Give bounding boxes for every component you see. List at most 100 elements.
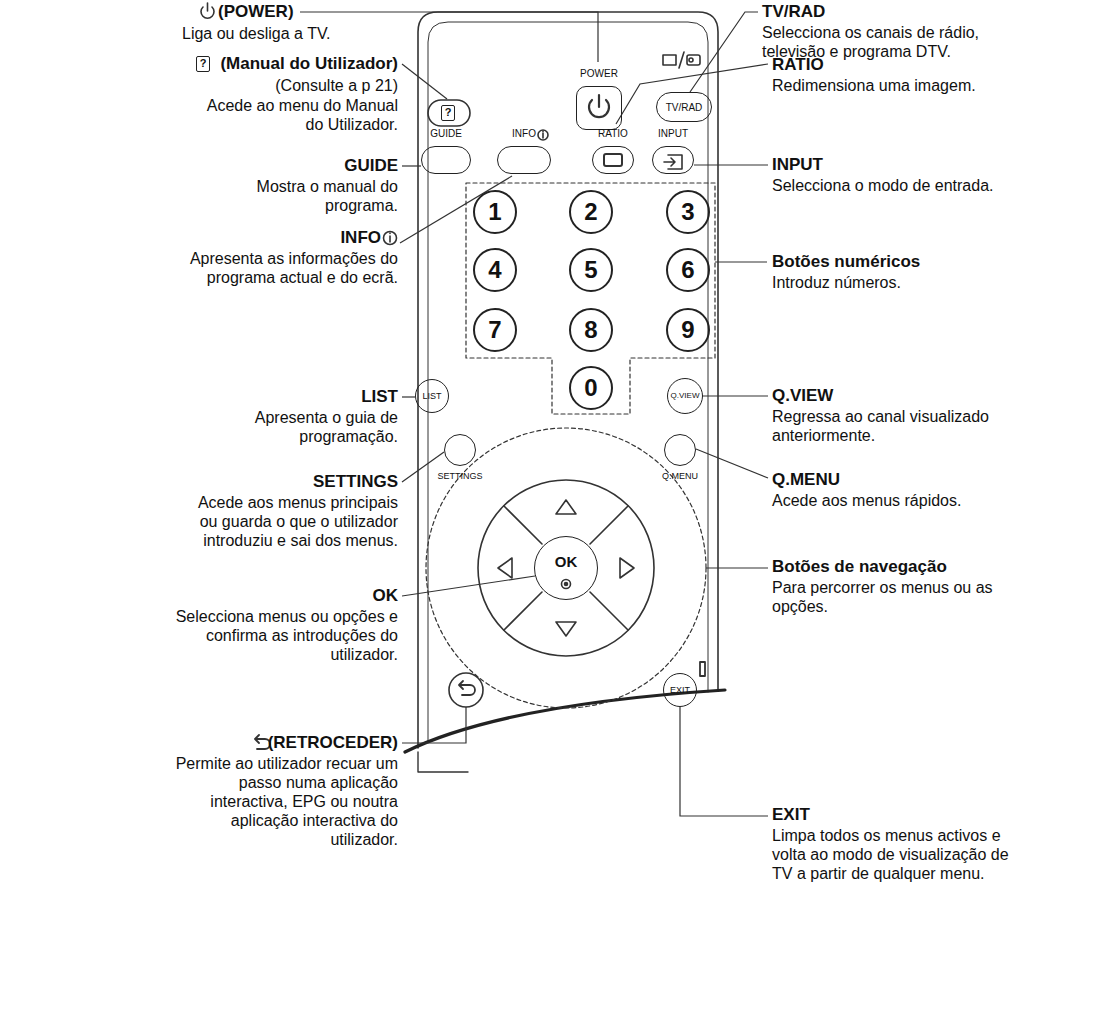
number-button: 7 bbox=[473, 308, 517, 352]
callout-title: TV/RAD bbox=[762, 2, 982, 22]
button-text: 3 bbox=[681, 198, 694, 226]
number-button: 4 bbox=[473, 248, 517, 292]
info-icon bbox=[384, 232, 397, 245]
button-text: EXIT bbox=[670, 685, 690, 695]
remote-button: OK bbox=[534, 536, 598, 600]
callout-text: (Consulte a p 21) bbox=[196, 76, 398, 95]
button-label: POWER bbox=[580, 68, 618, 79]
callout-text: Selecciona o modo de entrada. bbox=[772, 176, 1102, 195]
remote-button: Q.VIEW bbox=[667, 378, 704, 415]
callout-text: Regressa ao canal visualizado anteriorme… bbox=[772, 407, 1027, 445]
callout-title: LIST bbox=[298, 387, 398, 407]
exit-icon bbox=[700, 662, 705, 676]
number-button: 3 bbox=[666, 190, 710, 234]
remote-body bbox=[418, 12, 718, 748]
help-icon-mark: ? bbox=[441, 105, 455, 121]
power-icon bbox=[598, 95, 600, 107]
remote-button: INPUT bbox=[652, 146, 694, 174]
radio-icon bbox=[689, 58, 693, 62]
remote-button: SETTINGS bbox=[444, 434, 476, 466]
nav-down-arrow bbox=[556, 622, 576, 636]
remote-button: Q.MENU bbox=[664, 434, 696, 466]
number-button: 8 bbox=[569, 308, 613, 352]
callout-title: Q.MENU bbox=[772, 470, 992, 490]
button-text: 7 bbox=[488, 316, 501, 344]
button-text: TV/RAD bbox=[666, 102, 703, 113]
nav-up-arrow bbox=[556, 500, 576, 514]
leader-line bbox=[402, 707, 466, 743]
callout-text: Acede aos menus principais ou guarda o q… bbox=[176, 493, 398, 550]
button-label: Q.MENU bbox=[662, 471, 698, 481]
callout-text: Mostra o manual do programa. bbox=[240, 177, 398, 215]
leader-line bbox=[706, 567, 768, 568]
nav-ring bbox=[478, 480, 654, 656]
leader-line bbox=[616, 64, 768, 124]
callout-text: Selecciona menus ou opções e confirma as… bbox=[172, 607, 398, 664]
callout-title: (RETROCEDER) bbox=[230, 733, 398, 753]
remote-button: LIST bbox=[415, 379, 449, 413]
button-text: 4 bbox=[488, 256, 501, 284]
number-button: 0 bbox=[569, 366, 613, 410]
manual-button bbox=[428, 100, 470, 126]
callout-text: Introduz números. bbox=[772, 273, 1072, 292]
number-button: 2 bbox=[569, 190, 613, 234]
callout-title: Q.VIEW bbox=[772, 386, 992, 406]
info-icon bbox=[542, 131, 544, 138]
tv-icon bbox=[663, 55, 676, 65]
leader-line bbox=[690, 12, 758, 92]
button-label: INFO bbox=[512, 128, 536, 139]
number-button: 1 bbox=[473, 190, 517, 234]
button-label: INPUT bbox=[658, 128, 688, 139]
leader-line bbox=[694, 164, 768, 165]
callout-text: Apresenta o guia de programação. bbox=[236, 408, 398, 446]
leader-line bbox=[715, 261, 767, 262]
callout-text: Permite ao utilizador recuar um passo nu… bbox=[172, 754, 398, 849]
remote-button: RATIO bbox=[592, 146, 634, 174]
callout-title: INFO bbox=[300, 228, 381, 248]
nav-left-arrow bbox=[498, 558, 512, 578]
button-text: 1 bbox=[488, 198, 501, 226]
number-button: 5 bbox=[569, 248, 613, 292]
info-icon bbox=[389, 233, 391, 242]
help-icon-mark: ? bbox=[196, 56, 210, 72]
ratio-icon bbox=[604, 154, 622, 166]
button-label: GUIDE bbox=[430, 128, 462, 139]
nav-divider bbox=[504, 506, 628, 630]
back-button bbox=[449, 673, 483, 707]
number-button: 6 bbox=[666, 248, 710, 292]
slash bbox=[679, 52, 684, 68]
radio-icon bbox=[687, 55, 700, 65]
input-icon bbox=[664, 155, 682, 169]
remote-button: EXIT bbox=[663, 673, 697, 707]
button-label: SETTINGS bbox=[437, 471, 482, 481]
callout-text: Apresenta as informações do programa act… bbox=[176, 249, 398, 287]
callout-title: (POWER) bbox=[218, 2, 348, 22]
nav-right-arrow bbox=[620, 558, 634, 578]
callout-title: EXIT bbox=[772, 805, 992, 825]
leader-line bbox=[702, 395, 768, 396]
leader-line bbox=[680, 707, 768, 816]
remote-lower-edge bbox=[418, 752, 468, 772]
callout-text: Acede aos menus rápidos. bbox=[772, 491, 1072, 510]
callout-text: Limpa todos os menus activos e volta ao … bbox=[772, 826, 1022, 883]
callout-title: Botões de navegação bbox=[772, 557, 1092, 577]
button-text: OK bbox=[555, 553, 578, 570]
button-text: Q.VIEW bbox=[671, 391, 700, 400]
back-icon bbox=[459, 681, 475, 695]
info-icon bbox=[538, 130, 548, 140]
remote-button: GUIDE bbox=[421, 146, 471, 174]
callout-title: (Manual do Utilizador) bbox=[198, 54, 398, 74]
ok-dot bbox=[562, 580, 571, 589]
callout-title: GUIDE bbox=[298, 156, 398, 176]
leader-line bbox=[402, 64, 447, 99]
callout-text: Redimensiona uma imagem. bbox=[772, 76, 1072, 95]
callout-title: SETTINGS bbox=[248, 472, 398, 492]
callout-title: OK bbox=[298, 586, 398, 606]
leader-line bbox=[696, 449, 768, 478]
button-text: 9 bbox=[681, 316, 694, 344]
callout-title: Botões numéricos bbox=[772, 252, 1052, 272]
callout-text: Acede ao menu do Manual do Utilizador. bbox=[192, 96, 398, 134]
button-text: 2 bbox=[584, 198, 597, 226]
leader-line bbox=[402, 576, 535, 596]
